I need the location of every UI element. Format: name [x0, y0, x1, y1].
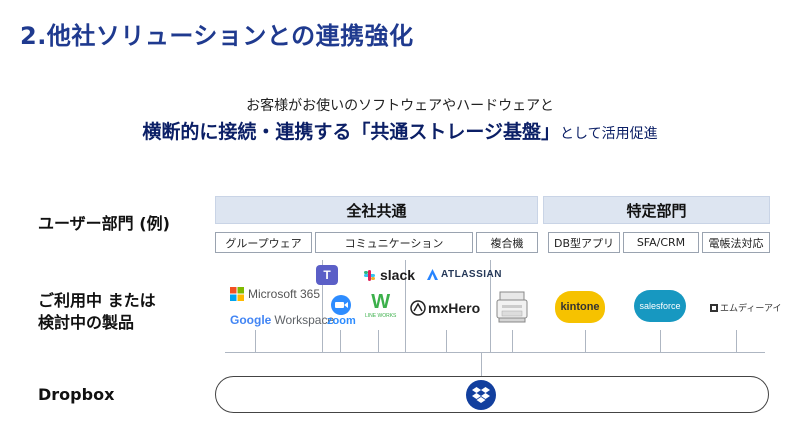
category-mfp: 複合機 — [476, 232, 538, 253]
slide-title: 2.他社ソリューションとの連携強化 — [20, 22, 414, 50]
workspace-text: Workspace — [274, 313, 335, 327]
category-e-book-law: 電帳法対応 — [702, 232, 770, 253]
category-groupware: グループウェア — [215, 232, 312, 253]
connector-line — [490, 260, 491, 352]
category-db-app: DB型アプリ — [548, 232, 620, 253]
salesforce-text: salesforce — [639, 301, 681, 311]
headline-main: 横断的に接続・連携する「共通ストレージ基盤」 — [142, 121, 561, 143]
mdi-icon — [710, 303, 718, 312]
slack-icon — [364, 269, 375, 281]
connector-bus — [225, 352, 765, 353]
mxhero-logo: mxHero — [410, 300, 480, 316]
connector-line — [405, 260, 406, 352]
row-label-products-line2: 検討中の製品 — [38, 312, 135, 332]
slack-logo: slack — [362, 267, 415, 283]
mdi-text: エムディーアイ — [720, 304, 782, 314]
row-label-products-line1: ご利用中 または — [38, 291, 156, 310]
mxhero-text: mxHero — [428, 300, 481, 316]
google-workspace-logo: Google Workspace — [230, 313, 334, 327]
connector-line — [446, 330, 447, 352]
microsoft-icon — [230, 287, 244, 301]
mdi-logo: エムディーアイ — [710, 301, 782, 314]
mxhero-icon — [410, 300, 426, 316]
headline-suffix: として活用促進 — [560, 126, 658, 142]
zoom-icon — [331, 295, 352, 315]
row-label-users: ユーザー部門 (例) — [38, 214, 170, 233]
zoom-logo: zoom — [327, 295, 356, 327]
connector-line — [660, 330, 661, 352]
connector-line — [512, 330, 513, 352]
row-label-dropbox: Dropbox — [38, 385, 115, 404]
kintone-text: kintone — [560, 301, 600, 313]
dropbox-icon — [466, 380, 496, 410]
connector-line — [736, 330, 737, 352]
teams-icon: T — [316, 265, 338, 285]
zoom-text: zoom — [327, 315, 356, 327]
kintone-logo: kintone — [555, 291, 605, 323]
atlassian-text: ATLASSIAN — [441, 269, 502, 280]
teams-mark: T — [323, 268, 331, 282]
atlassian-logo: ATLASSIAN — [427, 269, 502, 280]
salesforce-logo: salesforce — [634, 290, 686, 322]
lineworks-logo: W LINE WORKS — [365, 291, 396, 319]
group-header-company-wide: 全社共通 — [215, 196, 538, 224]
microsoft365-logo: Microsoft 365 — [230, 287, 320, 301]
atlassian-icon — [427, 269, 438, 280]
connector-line — [340, 330, 341, 352]
connector-line — [378, 330, 379, 352]
connector-line — [322, 260, 323, 352]
printer-icon — [495, 290, 529, 324]
category-sfa-crm: SFA/CRM — [623, 232, 699, 253]
connector-line — [585, 330, 586, 352]
group-header-specific-dept: 特定部門 — [543, 196, 770, 224]
microsoft365-text: Microsoft 365 — [248, 287, 321, 301]
category-communication: コミュニケーション — [315, 232, 473, 253]
headline: 横断的に接続・連携する「共通ストレージ基盤」として活用促進 — [0, 117, 800, 144]
lineworks-icon: W — [371, 291, 391, 313]
lineworks-text: LINE WORKS — [365, 313, 397, 319]
google-text: Google — [230, 313, 272, 327]
slack-text: slack — [380, 267, 416, 283]
row-label-products: ご利用中 または 検討中の製品 — [38, 290, 156, 333]
connector-line — [481, 352, 482, 380]
intro-line: お客様がお使いのソフトウェアやハードウェアと — [246, 98, 554, 114]
connector-line — [255, 330, 256, 352]
